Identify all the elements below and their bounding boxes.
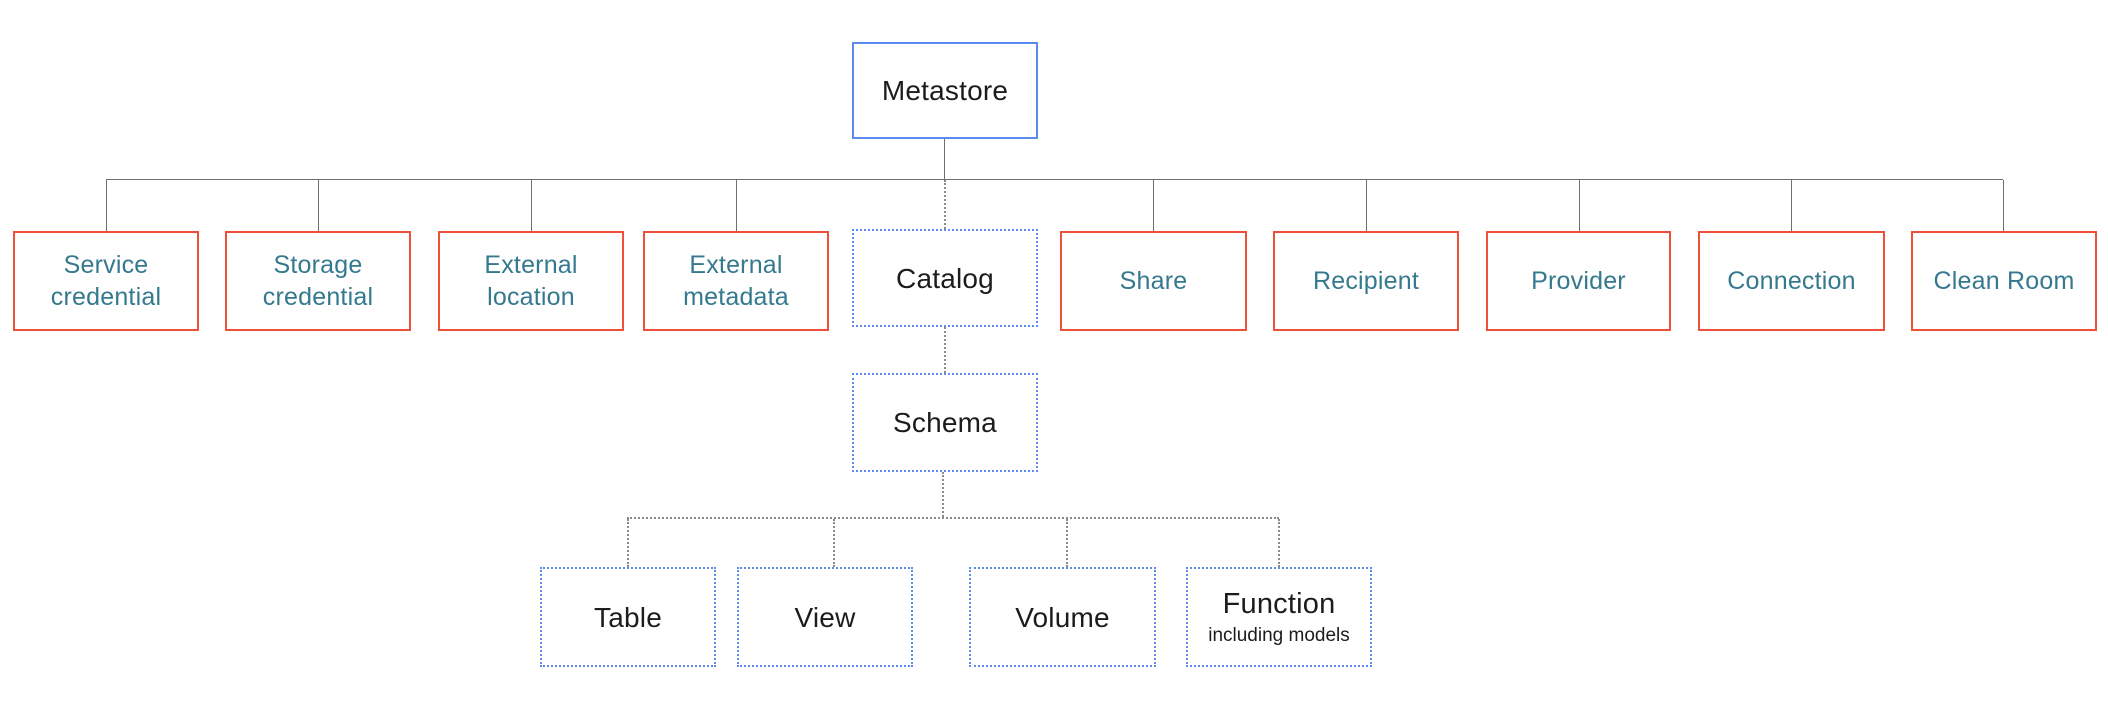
- node-external-metadata: External metadata: [643, 231, 829, 331]
- node-share: Share: [1060, 231, 1247, 331]
- node-function-sublabel: including models: [1208, 624, 1350, 646]
- node-share-label: Share: [1119, 266, 1188, 295]
- node-function: Function including models: [1186, 567, 1372, 667]
- node-schema: Schema: [852, 373, 1038, 472]
- connector-drop-table: [627, 519, 629, 567]
- connector-metastore-stem: [944, 139, 945, 179]
- node-clean-room: Clean Room: [1911, 231, 2097, 331]
- node-schema-label: Schema: [893, 407, 997, 438]
- node-service-credential-label: Service credential: [50, 250, 162, 312]
- connector-drop-connection: [1791, 180, 1792, 231]
- node-external-location: External location: [438, 231, 624, 331]
- connector-drop-service-credential: [106, 180, 107, 231]
- node-catalog: Catalog: [852, 229, 1038, 327]
- node-view-label: View: [794, 601, 856, 633]
- node-service-credential: Service credential: [13, 231, 199, 331]
- node-view: View: [737, 567, 913, 667]
- node-storage-credential: Storage credential: [225, 231, 411, 331]
- node-recipient-label: Recipient: [1312, 266, 1420, 295]
- node-external-location-label: External location: [484, 250, 578, 312]
- node-function-label: Function: [1222, 588, 1336, 621]
- node-provider-label: Provider: [1531, 266, 1626, 295]
- node-metastore: Metastore: [852, 42, 1038, 139]
- connector-drop-catalog: [944, 180, 946, 229]
- connector-drop-external-location: [531, 180, 532, 231]
- node-connection: Connection: [1698, 231, 1885, 331]
- node-provider: Provider: [1486, 231, 1671, 331]
- node-table-label: Table: [594, 601, 662, 633]
- node-recipient: Recipient: [1273, 231, 1459, 331]
- connector-drop-provider: [1579, 180, 1580, 231]
- connector-catalog-schema: [944, 327, 946, 373]
- connector-drop-storage-credential: [318, 180, 319, 231]
- node-connection-label: Connection: [1727, 266, 1856, 295]
- node-volume-label: Volume: [1015, 601, 1110, 633]
- connector-drop-clean-room: [2003, 180, 2004, 231]
- connector-schema-stem: [942, 472, 944, 517]
- node-volume: Volume: [969, 567, 1156, 667]
- connector-drop-recipient: [1366, 180, 1367, 231]
- connector-drop-share: [1153, 180, 1154, 231]
- node-table: Table: [540, 567, 716, 667]
- connector-drop-function: [1278, 519, 1280, 567]
- connector-drop-view: [833, 519, 835, 567]
- connector-tier3-horizontal: [627, 517, 1279, 519]
- node-catalog-label: Catalog: [896, 262, 994, 294]
- connector-drop-volume: [1066, 519, 1068, 567]
- node-external-metadata-label: External metadata: [683, 250, 789, 312]
- node-storage-credential-label: Storage credential: [262, 250, 374, 312]
- node-clean-room-label: Clean Room: [1933, 266, 2075, 295]
- node-metastore-label: Metastore: [881, 75, 1009, 106]
- connector-drop-external-metadata: [736, 180, 737, 231]
- connector-tier1-horizontal: [106, 179, 2003, 180]
